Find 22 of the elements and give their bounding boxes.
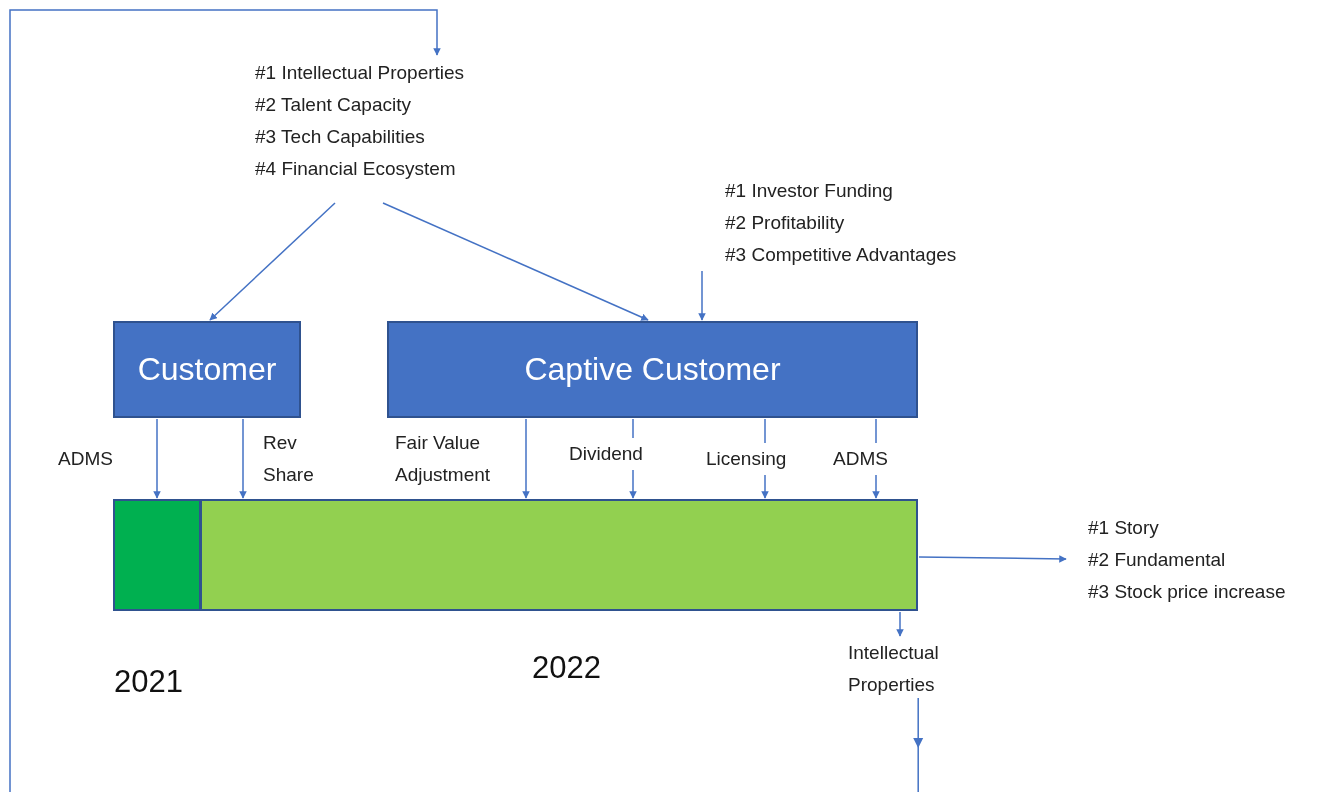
list-item: #1 Story: [1088, 516, 1159, 540]
timeline-bar-segment: [200, 499, 918, 611]
list-item: #2 Talent Capacity: [255, 93, 411, 117]
edge-label: Dividend: [569, 438, 643, 470]
list-item: #4 Financial Ecosystem: [255, 157, 456, 181]
year-label: 2021: [114, 664, 183, 700]
process-box: [387, 321, 918, 418]
list-item: #2 Profitability: [725, 211, 845, 235]
box-title: Customer: [137, 351, 277, 388]
list-item: #3 Stock price increase: [1088, 580, 1286, 604]
edge-label: ADMS: [833, 443, 888, 475]
list-item: #2 Fundamental: [1088, 548, 1226, 572]
edge-label: Licensing: [706, 443, 787, 475]
list-item: #1 Investor Funding: [725, 179, 893, 203]
timeline-bar-segment: [113, 499, 201, 611]
output-label: Intellectual Properties: [848, 641, 940, 697]
list-item: #3 Competitive Advantages: [725, 243, 957, 267]
year-label: 2022: [532, 650, 601, 686]
list-item: #3 Tech Capabilities: [255, 125, 425, 149]
list-item: #1 Intellectual Properties: [255, 61, 465, 85]
box-title: Captive Customer: [524, 351, 781, 388]
process-box: [113, 321, 301, 418]
